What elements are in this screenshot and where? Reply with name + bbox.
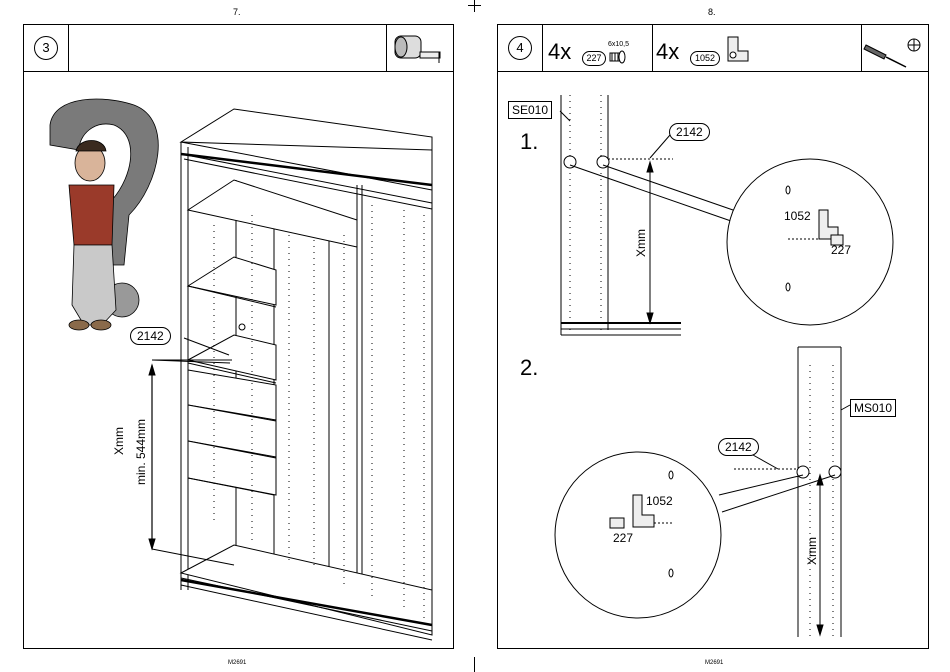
detail-label-227-step2: 227 xyxy=(613,531,633,545)
part-callout-2142-step1: 2142 xyxy=(669,123,710,141)
page-number-right: 8. xyxy=(708,7,716,17)
substep-1-number: 1. xyxy=(520,129,538,155)
detail-label-1052-step2: 1052 xyxy=(646,494,673,508)
crop-mark-bottom xyxy=(474,657,475,672)
thinking-man-illustration xyxy=(50,99,158,330)
footer-code-right: M2691 xyxy=(705,660,723,666)
detail-label-1052-step1: 1052 xyxy=(784,209,811,223)
footer-code-left: M2691 xyxy=(228,660,246,666)
crop-mark-top-h xyxy=(468,5,481,6)
part-callout-2142: 2142 xyxy=(130,327,171,345)
page-number-left: 7. xyxy=(233,7,241,17)
detail-label-227-step1: 227 xyxy=(831,243,851,257)
instruction-page-right: 4 4x 227 6x10,5 4x 1052 xyxy=(497,24,929,649)
dimension-label-xmm-step2: Xmm xyxy=(805,537,819,565)
shelf-support-diagram xyxy=(498,25,928,648)
panel-label-se010: SE010 xyxy=(508,101,552,119)
crop-mark-top xyxy=(474,0,475,12)
dimension-label-min: min. 544mm xyxy=(134,419,148,485)
substep-2-number: 2. xyxy=(520,355,538,381)
instruction-page-left: 3 xyxy=(23,24,454,649)
dimension-label-xmm: Xmm xyxy=(112,427,126,455)
part-callout-2142-step2: 2142 xyxy=(718,438,759,456)
dimension-label-xmm-step1: Xmm xyxy=(634,229,648,257)
wardrobe-illustration xyxy=(24,25,453,648)
panel-label-ms010: MS010 xyxy=(850,399,896,417)
